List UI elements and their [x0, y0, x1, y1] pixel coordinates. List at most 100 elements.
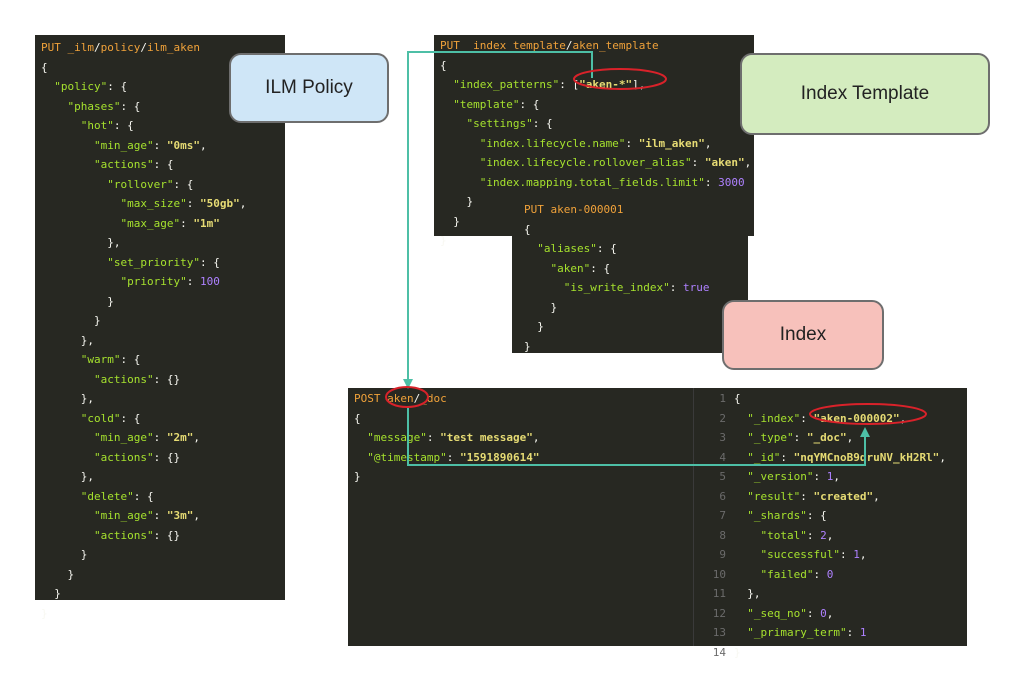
code-token: : {: [519, 97, 540, 111]
response-code: 1{2 "_index": "aken-000002",3 "_type": "…: [696, 389, 965, 662]
code-line: "warm": {: [41, 350, 279, 370]
code-token: "set_priority": [41, 255, 200, 269]
code-line: "set_priority": {: [41, 253, 279, 273]
code-line: {: [354, 409, 687, 429]
line-number: 8: [719, 528, 726, 542]
code-line: 3 "_type": "_doc",: [696, 428, 965, 448]
code-line: }: [524, 337, 742, 357]
code-token: 1: [853, 548, 860, 561]
code-token: ,: [846, 431, 854, 444]
code-line: PUT aken-000001: [524, 200, 742, 220]
code-token: "actions": [41, 372, 154, 386]
code-token: ,: [826, 528, 834, 542]
code-token: "@timestamp": [354, 450, 447, 464]
code-line: }: [354, 467, 687, 487]
code-token: }: [440, 195, 474, 208]
code-token: "aliases": [524, 242, 597, 255]
code-token: "aken": [704, 156, 745, 169]
code-token: "actions": [41, 450, 154, 464]
code-token: }: [440, 214, 460, 228]
code-line: 11 },: [696, 584, 965, 604]
line-number: 5: [719, 470, 726, 483]
code-token: : {: [120, 99, 141, 113]
code-token: : [: [559, 78, 580, 91]
code-token: _ilm: [67, 41, 95, 54]
code-token: :: [153, 509, 167, 522]
code-token: :: [846, 626, 860, 639]
code-line: PUT _index_template/aken_template: [440, 36, 748, 56]
code-token: {: [41, 60, 48, 74]
code-line: 12 "_seq_no": 0,: [696, 604, 965, 624]
code-line: "template": {: [440, 95, 748, 115]
code-line: {: [524, 220, 742, 240]
code-token: : {: [532, 117, 553, 130]
code-token: "ilm_aken": [638, 136, 705, 150]
code-token: :: [625, 136, 639, 150]
code-token: ,: [239, 197, 247, 210]
code-token: },: [41, 392, 94, 405]
code-token: }: [41, 314, 101, 327]
code-token: {: [440, 58, 447, 72]
code-token: "warm": [41, 353, 121, 366]
code-line: "min_age": "3m",: [41, 506, 279, 526]
code-token: /: [94, 41, 101, 54]
code-token: "hot": [41, 119, 114, 132]
code-line: 4 "_id": "nqYMCnoB9druNV_kH2Rl",: [696, 448, 965, 468]
code-token: :: [153, 431, 167, 444]
code-token: 100: [199, 275, 220, 288]
code-token: ,: [939, 450, 946, 464]
code-token: 0: [820, 606, 827, 620]
line-number: 7: [719, 509, 726, 522]
code-token: : {: [199, 255, 220, 269]
code-token: }: [354, 470, 361, 483]
code-line: 7 "_shards": {: [696, 506, 965, 526]
index-label: Index: [722, 300, 884, 370]
code-token: : {}: [153, 450, 181, 464]
line-number: 6: [719, 489, 726, 503]
ilm-policy-code-panel: PUT _ilm/policy/ilm_aken{ "policy": { "p…: [35, 35, 285, 620]
code-line: "@timestamp": "1591890614": [354, 448, 687, 468]
code-token: PUT: [440, 39, 467, 52]
code-token: ,: [532, 431, 540, 444]
code-token: : {: [113, 119, 134, 132]
code-line: "index.lifecycle.rollover_alias": "aken"…: [440, 153, 752, 173]
code-token: ,: [826, 606, 834, 620]
code-token: }: [41, 567, 75, 581]
code-token: "successful": [734, 548, 840, 561]
code-line: "max_age": "1m": [41, 214, 279, 234]
ilm-policy-label: ILM Policy: [229, 53, 389, 123]
code-token: "min_age": [41, 431, 154, 444]
code-token: ,: [899, 411, 907, 425]
code-token: "cold": [41, 411, 121, 425]
code-token: },: [41, 333, 94, 347]
code-token: :: [806, 606, 821, 620]
line-number: 13: [712, 626, 726, 639]
line-number: 3: [719, 431, 726, 444]
line-number: 14: [712, 645, 726, 659]
code-token: {: [354, 411, 361, 425]
code-line: "actions": {}: [41, 526, 279, 546]
code-token: "_type": [734, 431, 794, 444]
code-token: :: [813, 470, 827, 483]
code-token: _index_template: [466, 39, 566, 52]
code-token: "actions": [41, 158, 154, 171]
code-line: "aken": {: [524, 259, 742, 279]
code-token: /: [565, 39, 573, 52]
code-token: "_shards": [734, 509, 807, 522]
post-doc-code: POST aken/_doc{ "message": "test message…: [354, 389, 687, 487]
code-token: :: [793, 431, 807, 444]
code-token: "aken-*": [579, 78, 633, 91]
code-token: policy: [100, 41, 141, 54]
code-token: "rollover": [41, 177, 174, 191]
code-token: 2: [820, 528, 827, 542]
code-line: "min_age": "2m",: [41, 428, 279, 448]
code-token: "index.mapping.total_fields.limit": [440, 175, 705, 189]
code-token: "1591890614": [459, 450, 540, 464]
line-number: 1: [719, 392, 726, 405]
code-token: 3000: [718, 175, 745, 189]
code-token: "phases": [41, 99, 121, 113]
code-token: : {: [120, 411, 141, 425]
line-number: 11: [712, 587, 726, 600]
code-line: 2 "_index": "aken-000002",: [696, 409, 965, 429]
code-token: : {: [590, 261, 611, 275]
